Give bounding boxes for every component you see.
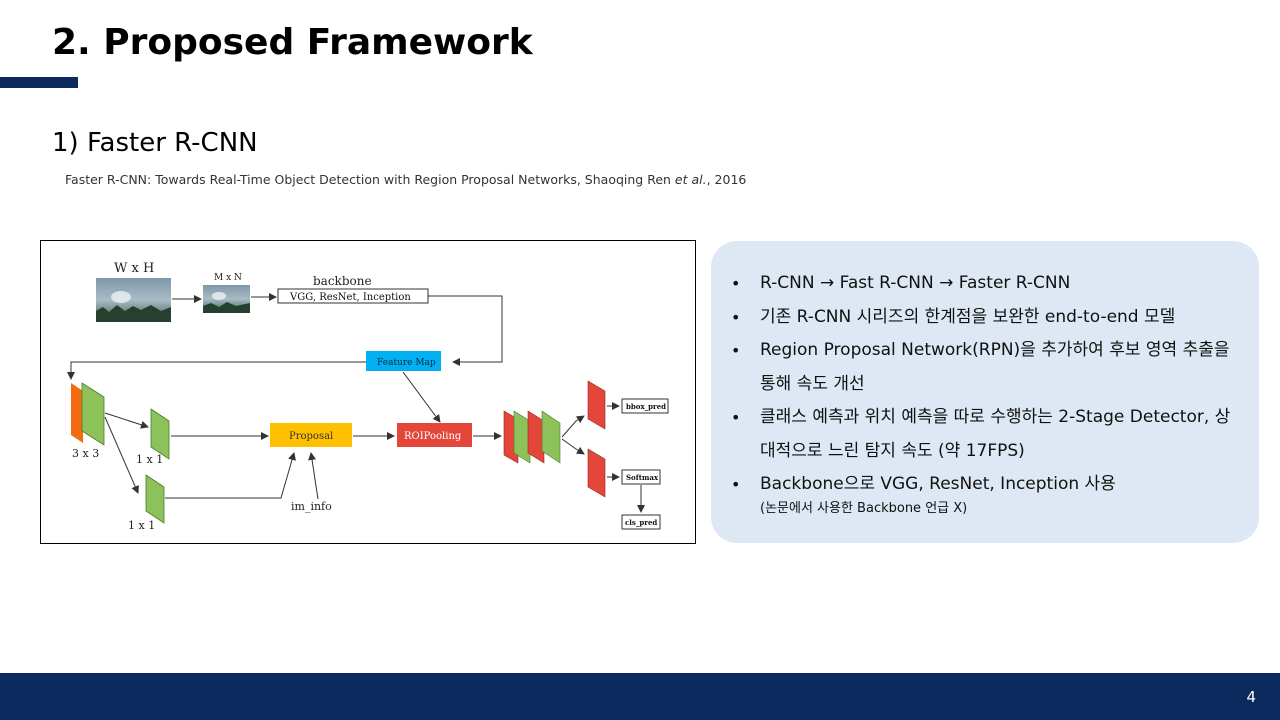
cls-pred-box — [621, 514, 661, 530]
conv3-green-layer — [81, 382, 105, 446]
conv3-orange-layer — [71, 383, 83, 443]
arrow-iminfo-to-proposal — [308, 452, 319, 500]
resized-size-label: M x N — [214, 273, 242, 283]
proposal-box — [270, 423, 352, 447]
arrow-conv1b-to-proposal — [165, 452, 296, 499]
im-info-label: im_info — [291, 500, 332, 513]
diagram-canvas: W x H M x N backbone VGG, ResNet, Incept… — [67, 261, 669, 532]
backbone-label: backbone — [313, 274, 372, 288]
cls-fc-layer — [587, 448, 606, 498]
bullet-backbone: Backbone으로 VGG, ResNet, Inception 사용 — [729, 468, 1241, 502]
backbone-box-text: VGG, ResNet, Inception — [289, 292, 411, 303]
page-number: 4 — [1246, 688, 1256, 706]
arrow-conv3-to-conv1a — [104, 412, 149, 429]
title-accent-bar — [0, 77, 78, 88]
softmax-box — [621, 469, 661, 485]
citation-text: Faster R-CNN: Towards Real-Time Object D… — [65, 172, 675, 187]
feature-map-box — [366, 351, 441, 371]
input-size-label: W x H — [114, 261, 154, 276]
arrow-fc-to-cls-branch — [561, 438, 585, 455]
arrow-conv3-to-conv1b — [104, 416, 139, 494]
bbox-fc-layer — [587, 380, 606, 430]
arrow-featuremap-to-conv — [67, 361, 366, 380]
backbone-note: (논문에서 사용한 Backbone 언급 X) — [760, 500, 968, 516]
citation: Faster R-CNN: Towards Real-Time Object D… — [65, 172, 746, 187]
arrow-fc-to-bbox-branch — [561, 415, 585, 438]
citation-etal: et al. — [674, 172, 707, 187]
conv1a-label: 1 x 1 — [136, 453, 163, 466]
bullet-list: R-CNN → Fast R-CNN → Faster R-CNN 기존 R-C… — [729, 267, 1241, 502]
roipooling-text: ROIPooling — [404, 431, 462, 442]
roipooling-box — [397, 423, 472, 447]
info-panel: R-CNN → Fast R-CNN → Faster R-CNN 기존 R-C… — [711, 241, 1259, 543]
slide-title: 2. Proposed Framework — [52, 22, 533, 63]
bbox-pred-box — [621, 398, 669, 414]
bbox-pred-text: bbox_pred — [626, 402, 666, 411]
conv1a-layer — [150, 408, 170, 460]
bullet-two-stage: 클래스 예측과 위치 예측을 따로 수행하는 2-Stage Detector,… — [729, 401, 1241, 468]
bullet-pipeline: R-CNN → Fast R-CNN → Faster R-CNN — [729, 267, 1241, 301]
section-title: 1) Faster R-CNN — [52, 128, 258, 158]
citation-year: , 2016 — [706, 172, 747, 187]
bullet-end-to-end: 기존 R-CNN 시리즈의 한계점을 보완한 end-to-end 모델 — [729, 301, 1241, 335]
faster-rcnn-diagram: W x H M x N backbone VGG, ResNet, Incept… — [40, 240, 696, 544]
arrow-featuremap-to-roipooling — [402, 371, 441, 423]
feature-map-text: Feature Map — [377, 358, 436, 368]
proposal-text: Proposal — [289, 431, 333, 442]
resized-image — [203, 285, 250, 313]
fc-layer-3 — [527, 410, 545, 464]
arrow-backbone-to-featuremap — [428, 295, 503, 366]
fc-layer-2 — [513, 410, 531, 464]
softmax-text: Softmax — [626, 473, 659, 482]
conv1b-label: 1 x 1 — [128, 519, 155, 532]
bullet-rpn: Region Proposal Network(RPN)을 추가하여 후보 영역… — [729, 334, 1241, 401]
conv1b-layer — [145, 474, 165, 524]
input-image — [96, 278, 171, 322]
cls-pred-text: cls_pred — [625, 518, 657, 527]
footer-bar: 4 — [0, 673, 1280, 720]
conv3-label: 3 x 3 — [72, 447, 99, 460]
fc-layer-4 — [541, 410, 561, 464]
